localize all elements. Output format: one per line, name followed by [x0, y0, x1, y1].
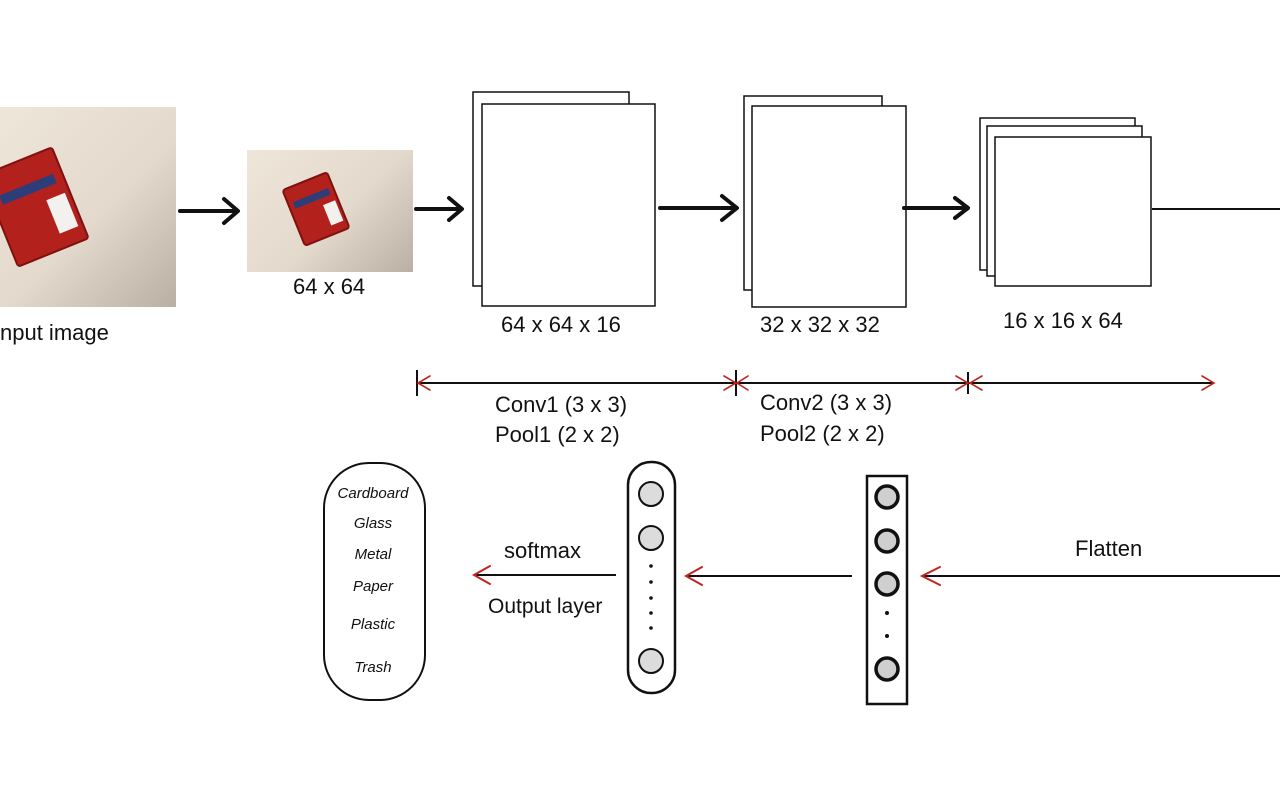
output-node-2: [638, 525, 664, 551]
output-layer-box: [626, 460, 677, 695]
class-label: Plastic: [350, 616, 396, 633]
red-arrowhead-1: [416, 375, 431, 391]
fmap1-front: [481, 103, 656, 307]
class-label: Metal: [354, 546, 392, 563]
input-image-label: nput image: [0, 320, 109, 345]
dense-node-1: [874, 484, 900, 510]
fmap3-label: 16 x 16 x 64: [1003, 308, 1123, 333]
stage1-pool-label: Pool1 (2 x 2): [495, 422, 620, 447]
flatten-arrowhead: [919, 566, 941, 586]
output-ellipsis-dot-5: [649, 626, 653, 630]
softmax-arrowhead: [471, 565, 491, 585]
red-arrowhead-5: [968, 375, 983, 391]
output-node-3: [638, 648, 664, 674]
fmap2-label: 32 x 32 x 32: [760, 312, 880, 337]
fmap2-front: [751, 105, 907, 308]
output-ellipsis-dot-1: [649, 564, 653, 568]
arrowhead-fmap2-to-fmap3: [953, 196, 970, 220]
fmap3-front: [994, 136, 1152, 287]
dense-node-2: [874, 528, 900, 554]
dense-node-3: [874, 571, 900, 597]
output-ellipsis-dot-4: [649, 611, 653, 615]
fmap1-label: 64 x 64 x 16: [501, 312, 621, 337]
softmax-label: softmax: [504, 538, 582, 563]
resized-image: [247, 150, 413, 272]
arrowhead-input-to-resized: [222, 197, 240, 225]
output-node-1: [638, 481, 664, 507]
resized-image-label: 64 x 64: [293, 274, 366, 299]
red-arrowhead-6: [1201, 375, 1216, 391]
red-arrowhead-3: [735, 375, 749, 391]
class-label: Trash: [354, 659, 392, 676]
output-layer-label: Output layer: [488, 595, 603, 618]
class-capsule: [323, 462, 426, 701]
stage2-pool-label: Pool2 (2 x 2): [760, 421, 885, 446]
arrowhead-fmap1-to-fmap2: [720, 194, 739, 222]
output-ellipsis-dot-3: [649, 596, 653, 600]
dense-ellipsis-dot-2: [885, 634, 889, 638]
red-arrowhead-4: [955, 375, 970, 391]
dense-to-output-arrowhead: [683, 566, 703, 586]
flatten-label: Flatten: [1075, 536, 1143, 561]
input-image: [0, 107, 176, 307]
class-label: Cardboard: [337, 485, 409, 502]
class-label: Glass: [353, 515, 393, 532]
stage1-conv-label: Conv1 (3 x 3): [495, 392, 628, 417]
output-ellipsis-dot-2: [649, 580, 653, 584]
class-label: Paper: [352, 578, 394, 595]
arrowhead-resized-to-fmap1: [447, 196, 464, 222]
dense-node-4: [874, 656, 900, 682]
dense-ellipsis-dot-1: [885, 611, 889, 615]
stage2-conv-label: Conv2 (3 x 3): [760, 390, 893, 415]
